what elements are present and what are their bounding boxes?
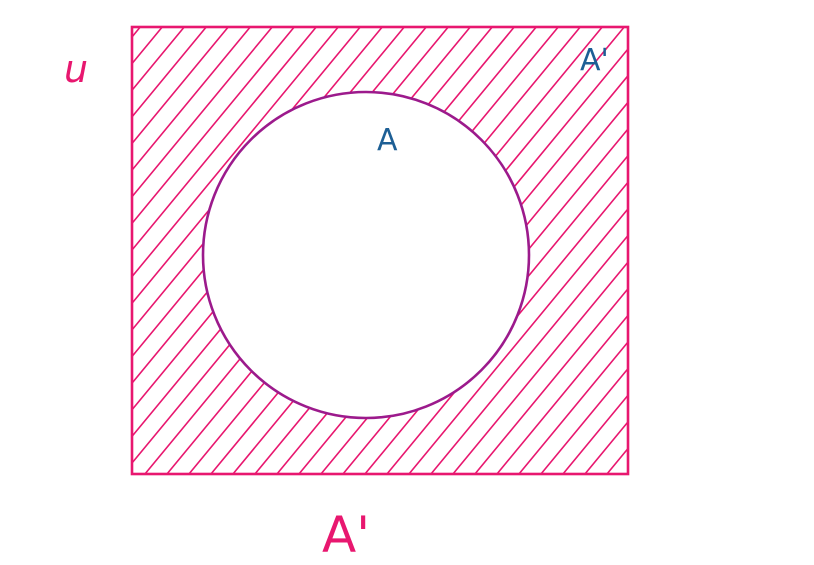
hatch-line (778, 20, 814, 480)
hatch-line (132, 27, 208, 119)
hatch-line (132, 27, 494, 465)
hatch-line (0, 20, 124, 480)
hatch-line (756, 20, 814, 480)
hatch-line (132, 27, 230, 145)
hatch-line (297, 74, 628, 474)
hatch-line (132, 27, 186, 92)
hatch-line (209, 27, 582, 474)
hatch-line (132, 27, 406, 358)
set-a-label: A (377, 123, 398, 158)
hatch-line (363, 154, 628, 474)
hatch-line (627, 473, 628, 474)
hatch-line (407, 207, 628, 474)
universe-rectangle (130, 25, 630, 476)
hatch-line (646, 20, 814, 480)
hatch-line (132, 27, 340, 278)
hatch-line (0, 20, 14, 480)
hatch-line (132, 27, 318, 252)
hatch-line (143, 27, 516, 474)
hatch-line (132, 27, 274, 198)
hatch-line (734, 20, 814, 480)
hatch-line (319, 101, 628, 474)
hatch-line (539, 367, 628, 474)
hatch-line (561, 394, 628, 474)
hatch-line (132, 27, 450, 412)
hatch-line (132, 27, 296, 225)
universe-label: u (64, 47, 88, 91)
complement-hatching (0, 20, 814, 480)
hatch-line (517, 340, 628, 474)
hatch-line (0, 20, 58, 480)
hatch-line (132, 27, 362, 305)
hatch-line (231, 27, 604, 474)
hatch-line (132, 27, 252, 172)
hatch-line (275, 47, 628, 474)
hatch-line (451, 260, 628, 474)
complement-label-below: A' (322, 506, 370, 564)
hatch-line (712, 20, 814, 480)
hatch-line (132, 27, 472, 438)
hatch-line (495, 314, 628, 474)
hatch-line (690, 20, 814, 480)
hatch-line (253, 27, 626, 474)
hatch-line (132, 27, 428, 385)
complement-label-inside: A' (580, 43, 609, 78)
hatch-line (668, 20, 814, 480)
hatch-line (429, 234, 628, 474)
hatch-line (473, 287, 628, 474)
hatch-line (0, 20, 36, 480)
hatch-line (187, 27, 560, 474)
hatch-line (605, 447, 628, 474)
hatch-line (385, 180, 628, 474)
set-a-circle (201, 90, 531, 420)
hatch-line (800, 20, 814, 480)
hatch-line (165, 27, 538, 474)
